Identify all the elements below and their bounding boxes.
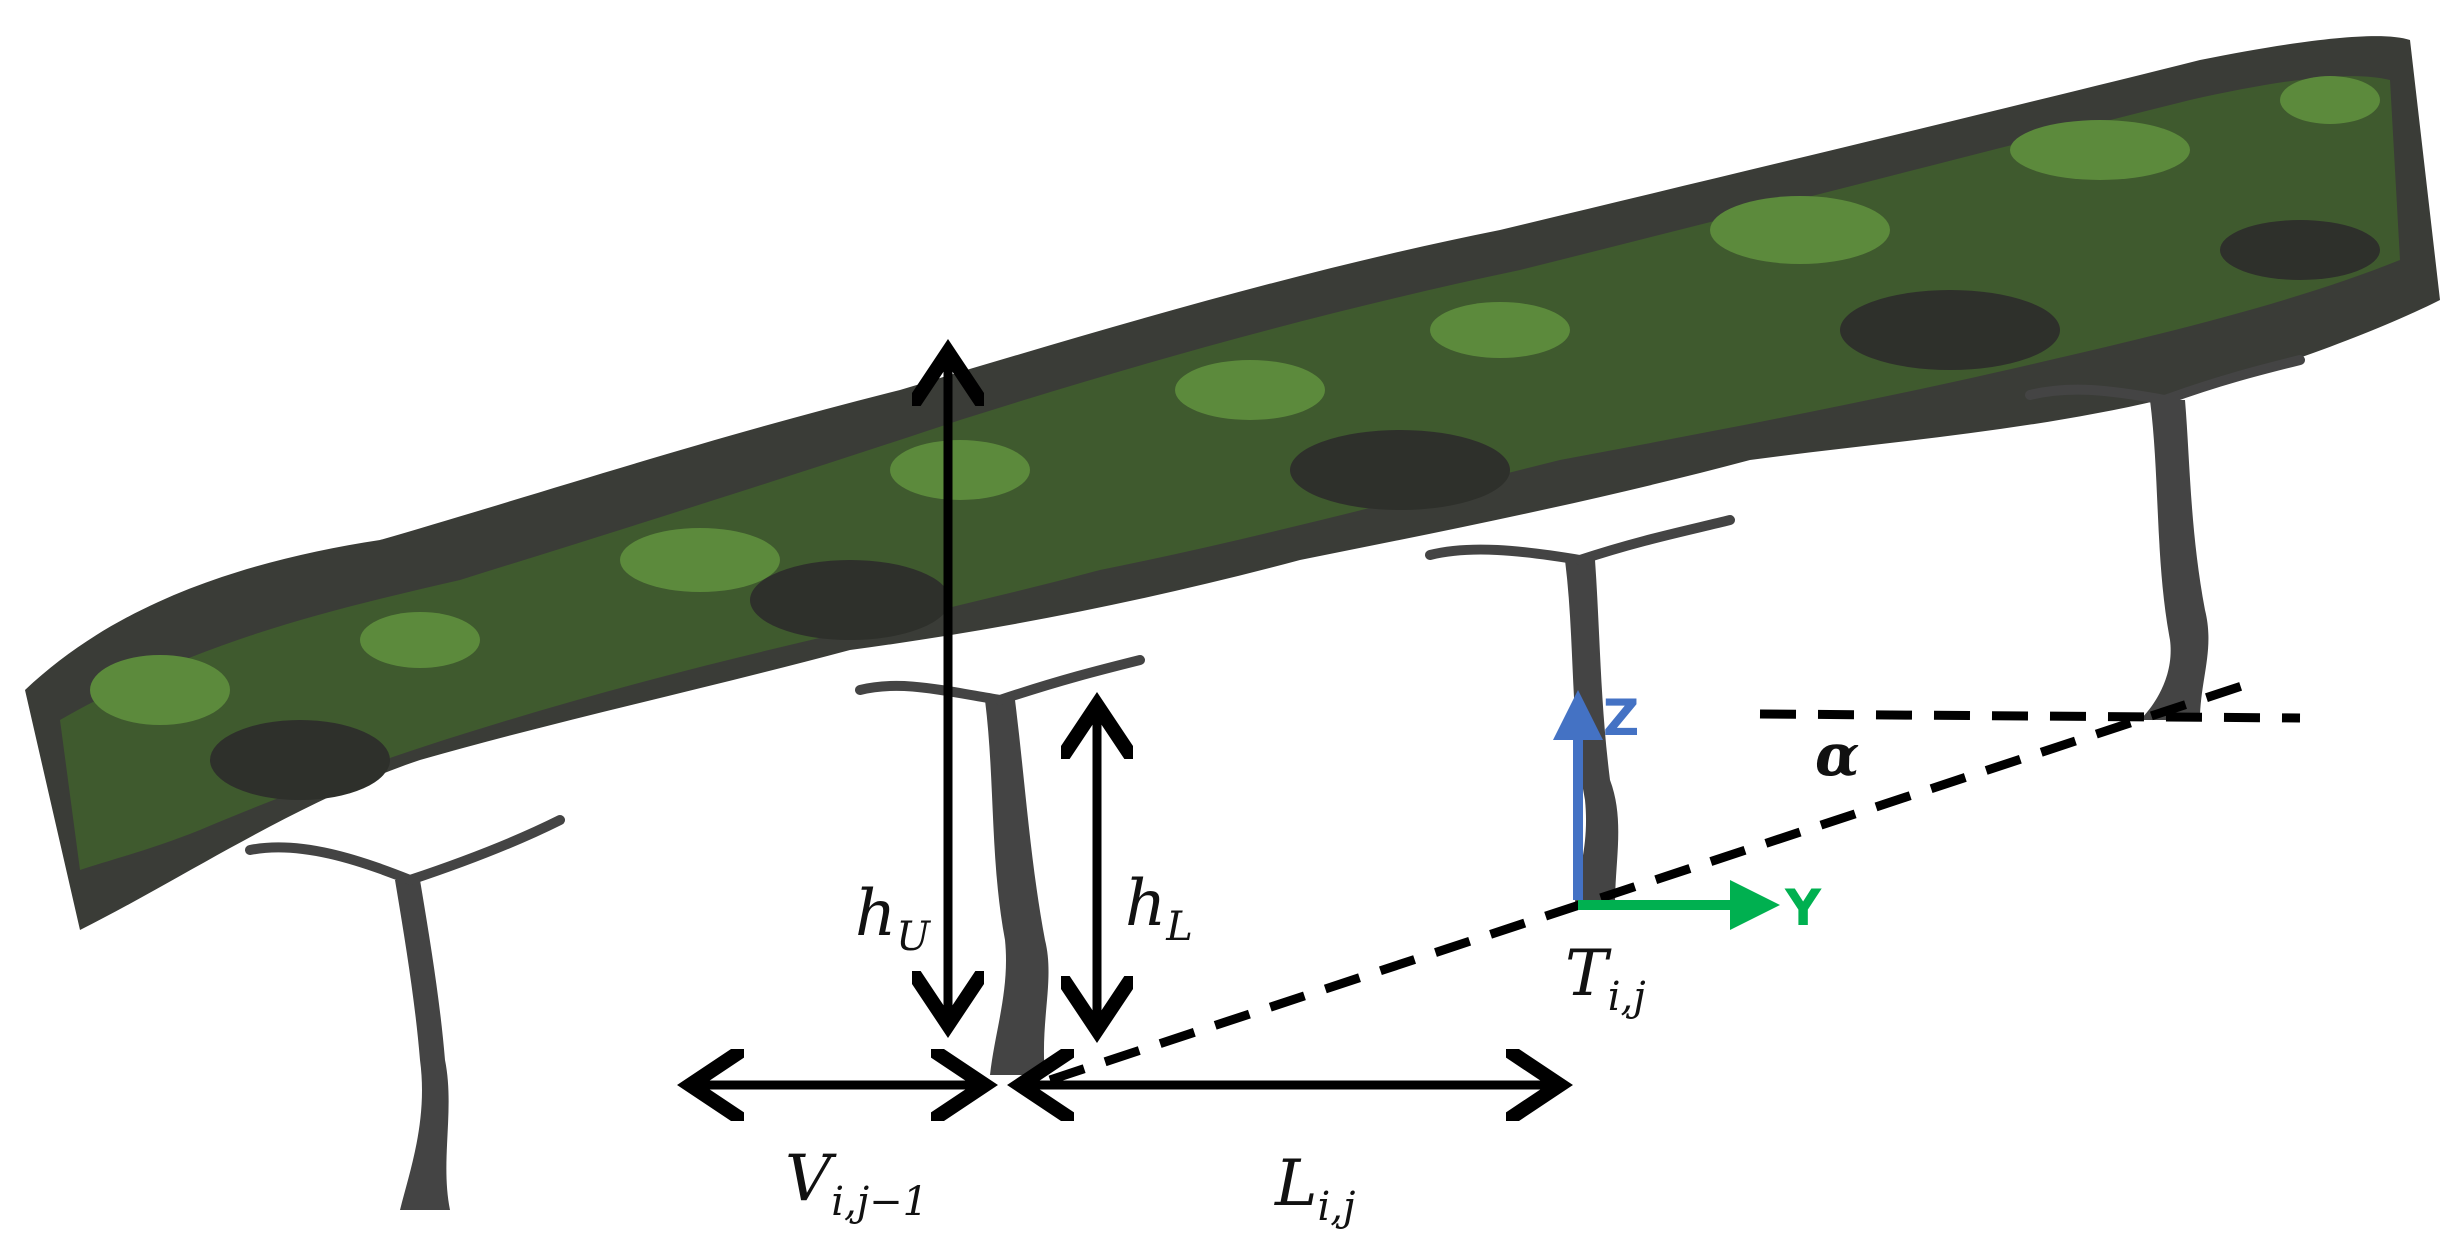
- trunk-position-label: Ti,j: [1565, 937, 1646, 1020]
- trunk-2: [985, 700, 1049, 1075]
- horizontal-reference-line: [1759, 709, 2301, 723]
- trunk-1: [395, 880, 450, 1210]
- canopy-shadows: [210, 220, 2380, 800]
- canopy-mid: [60, 76, 2400, 870]
- spacing-prev-label: Vi,j−1: [785, 1142, 928, 1225]
- trunk-4: [2140, 400, 2209, 720]
- length-label: Li,j: [1274, 1147, 1355, 1230]
- branches: [245, 355, 2305, 885]
- slope-angle-label: α: [1815, 721, 1860, 789]
- h-upper-label: hU: [855, 877, 931, 960]
- canopy-highlights: [90, 76, 2380, 725]
- axis-z-label: Z: [1603, 689, 1639, 747]
- slope-line: [1048, 675, 2262, 1085]
- h-lower-label: hL: [1125, 867, 1193, 950]
- axis-y-label: Y: [1784, 879, 1822, 937]
- canopy: [25, 36, 2440, 930]
